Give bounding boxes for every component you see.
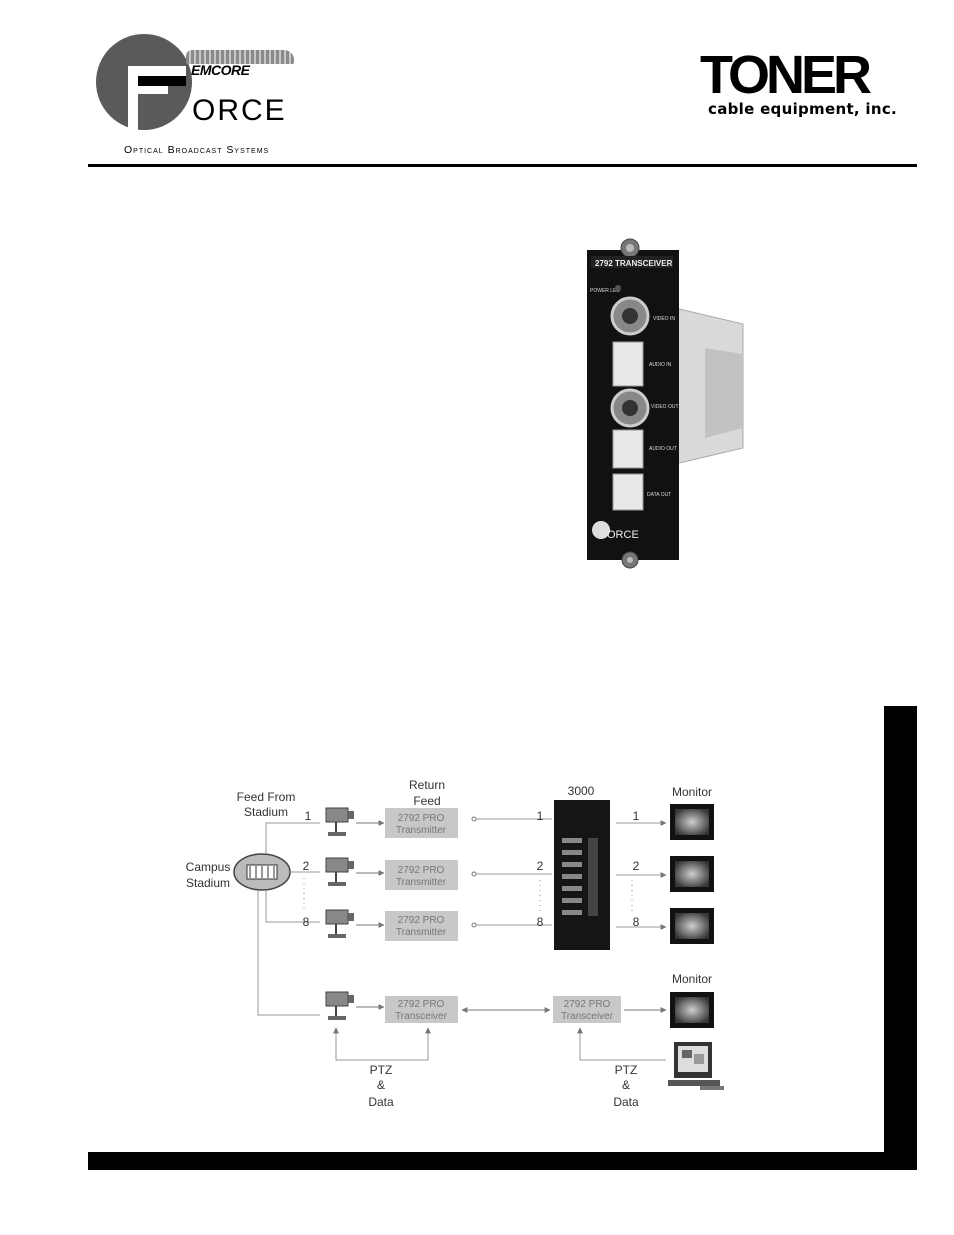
video-in-connector-center — [622, 308, 638, 324]
transceiver-box-left — [385, 996, 458, 1023]
amp-label-right: & — [622, 1078, 630, 1092]
top-screw-center — [626, 244, 634, 252]
emcore-band — [186, 50, 294, 64]
toner-word: TONER — [700, 45, 872, 105]
chassis-cards — [562, 838, 598, 916]
toner-logo: TONER cable equipment, inc. — [700, 45, 897, 128]
campus-label: Campus — [186, 860, 231, 874]
audio-in-terminal — [612, 341, 644, 387]
transmitter-8-model: 2792 PRO — [398, 915, 445, 926]
stadium-label: Stadium — [244, 805, 288, 819]
camera-icon — [325, 857, 354, 886]
output-num-2: 2 — [633, 859, 640, 873]
monitor-bottom-label: Monitor — [672, 972, 712, 986]
feed-num-2: 2 — [303, 859, 310, 873]
monitor-top-label: Monitor — [672, 785, 712, 799]
fiber-num-1: 1 — [537, 809, 544, 823]
transceiver-right-type: Transceiver — [561, 1011, 614, 1022]
footer-rule — [88, 1152, 917, 1170]
return-label: Return — [409, 778, 445, 792]
video-out-connector-center — [622, 400, 638, 416]
side-plate-shade — [705, 348, 743, 438]
amp-label-left: & — [377, 1078, 385, 1092]
transmitter-2-type: Transmitter — [396, 877, 447, 888]
monitor-icon — [670, 856, 714, 892]
output-num-8: 8 — [633, 915, 640, 929]
force-logo-f-stem — [128, 66, 138, 130]
panel-logo-circle — [592, 521, 610, 539]
emcore-word: EMCORE — [191, 62, 250, 78]
feed-label: Feed — [413, 794, 440, 808]
transmitter-box-1 — [385, 808, 458, 838]
camera-icon — [325, 807, 354, 836]
camera-icon — [325, 909, 354, 938]
header-rule — [88, 164, 917, 167]
model-label: 2792 TRANSCEIVER — [595, 259, 673, 268]
ptz-loop-left — [333, 1027, 431, 1061]
power-led-label: POWER LED — [590, 288, 620, 294]
feed-line-8 — [265, 890, 320, 923]
camera-icon — [325, 991, 354, 1020]
force-tagline: Optical Broadcast Systems — [124, 144, 270, 156]
transmitter-8-type: Transmitter — [396, 927, 447, 938]
force-word: ORCE — [192, 94, 287, 127]
ptz-label-right: PTZ — [615, 1063, 638, 1077]
force-logo: EMCORE ORCE Optical Broadcast Systems — [88, 28, 318, 163]
fiber-connector — [471, 871, 477, 877]
force-logo-f-bar — [128, 86, 168, 94]
feed-num-1: 1 — [305, 809, 312, 823]
audio-in-label: AUDIO IN — [649, 362, 672, 368]
fiber-num-8: 8 — [537, 915, 544, 929]
video-out-label: VIDEO OUT — [651, 404, 679, 410]
transmitter-2-model: 2792 PRO — [398, 865, 445, 876]
transmitter-box-8 — [385, 911, 458, 941]
toner-subtitle: cable equipment, inc. — [708, 100, 898, 118]
unit-3000-label: 3000 — [568, 784, 595, 798]
panel-logo-word: ORCE — [607, 529, 639, 541]
data-label-right: Data — [613, 1095, 639, 1109]
audio-out-label: AUDIO OUT — [649, 446, 677, 452]
computer-icon — [668, 1042, 724, 1090]
power-led — [615, 285, 621, 291]
fiber-connector — [471, 922, 477, 928]
product-photo: 2792 TRANSCEIVER POWER LED VIDEO IN AUDI… — [587, 238, 744, 569]
transceiver-left-model: 2792 PRO — [398, 999, 445, 1010]
data-label-left: Data — [368, 1095, 394, 1109]
monitor-icon — [670, 908, 714, 944]
side-bar — [884, 706, 917, 1152]
data-out-label: DATA OUT — [647, 492, 671, 498]
video-in-label: VIDEO IN — [653, 316, 675, 322]
fiber-num-2: 2 — [537, 859, 544, 873]
fiber-connector — [471, 816, 477, 822]
transceiver-right-model: 2792 PRO — [564, 999, 611, 1010]
transceiver-left-type: Transceiver — [395, 1011, 448, 1022]
campus-stadium-label: Stadium — [186, 876, 230, 890]
transmitter-1-model: 2792 PRO — [398, 813, 445, 824]
data-terminal — [612, 473, 644, 511]
application-diagram: Feed From Stadium Return Feed 3000 Monit… — [186, 778, 724, 1109]
transmitter-box-2 — [385, 860, 458, 890]
transceiver-box-right — [553, 996, 621, 1023]
feed-from-label: Feed From — [237, 790, 296, 804]
force-logo-f-shadow — [138, 76, 186, 86]
monitor-icon — [670, 992, 714, 1028]
transmitter-1-type: Transmitter — [396, 825, 447, 836]
model-label-strip — [591, 256, 673, 268]
bottom-screw-center — [627, 557, 633, 563]
monitor-icon — [670, 804, 714, 840]
feed-num-8: 8 — [303, 915, 310, 929]
output-num-1: 1 — [633, 809, 640, 823]
feed-line-transceiver — [257, 890, 320, 1016]
ptz-line-right — [577, 1027, 666, 1061]
ptz-label-left: PTZ — [370, 1063, 393, 1077]
force-logo-f-bar — [128, 66, 186, 76]
feed-line-1 — [265, 822, 320, 854]
audio-out-terminal — [612, 429, 644, 469]
